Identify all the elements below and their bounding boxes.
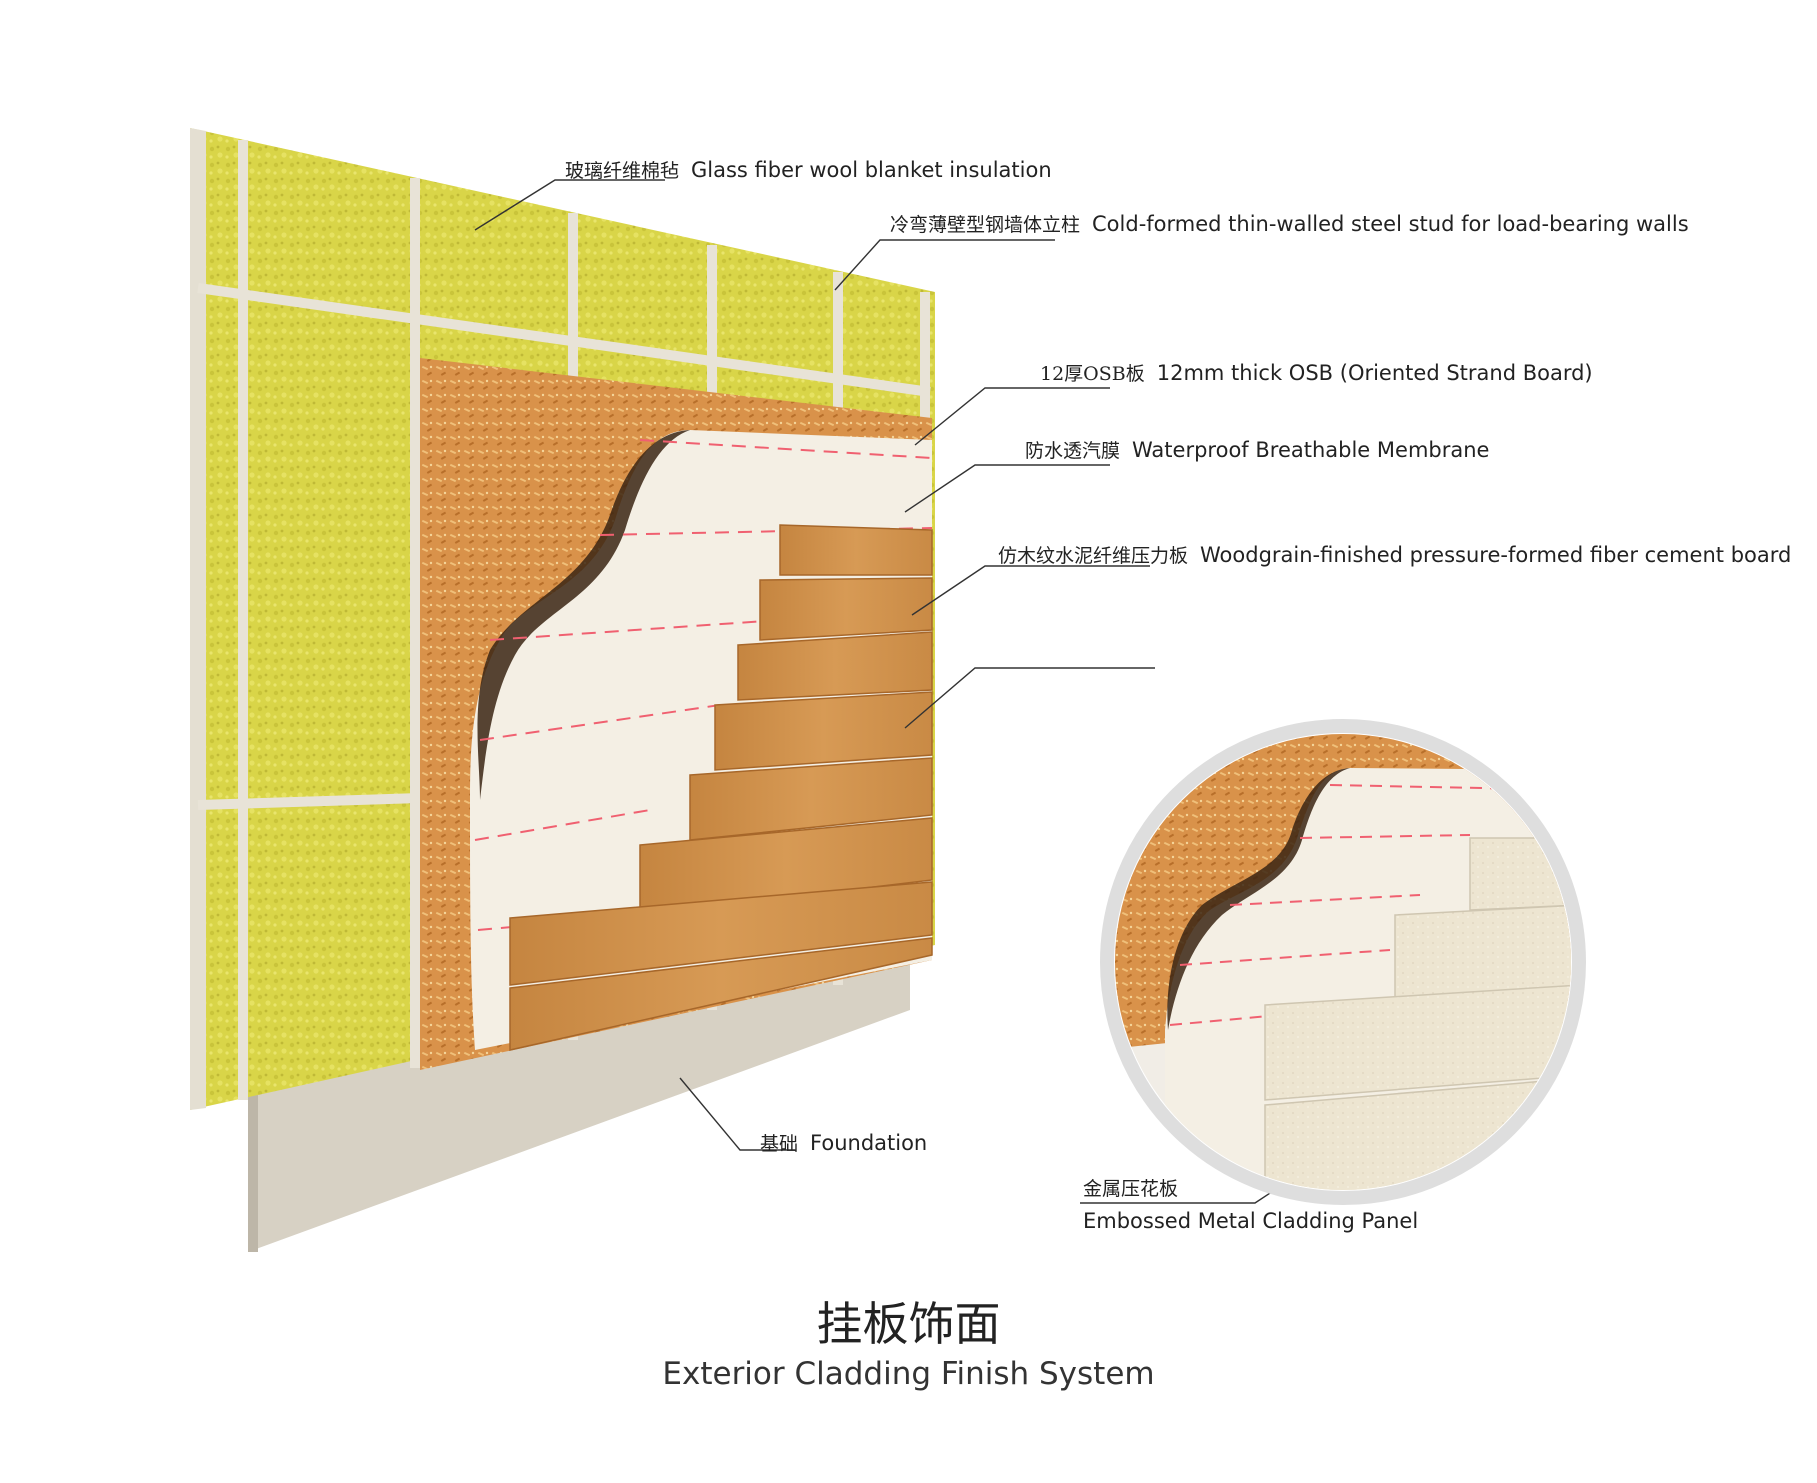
label-foundation-zh: 基础	[760, 1133, 799, 1155]
label-membrane: 防水透汽膜 Waterproof Breathable Membrane	[1025, 437, 1489, 464]
label-foundation-en: Foundation	[810, 1131, 928, 1155]
label-cement-board-en: Woodgrain-finished pressure-formed fiber…	[1200, 543, 1792, 567]
title-zh: 挂板饰面	[816, 1297, 1001, 1351]
detail-magnifier	[1100, 719, 1586, 1205]
label-membrane-en: Waterproof Breathable Membrane	[1132, 438, 1490, 462]
label-osb-zh: 12厚OSB板	[1040, 363, 1145, 385]
label-osb: 12厚OSB板 12mm thick OSB (Oriented Strand B…	[1040, 360, 1593, 387]
label-stud-en: Cold-formed thin-walled steel stud for l…	[1092, 212, 1689, 236]
label-stud: 冷弯薄壁型钢墙体立柱 Cold-formed thin-walled steel …	[890, 211, 1689, 238]
label-osb-en: 12mm thick OSB (Oriented Strand Board)	[1156, 361, 1593, 385]
label-stud-zh: 冷弯薄壁型钢墙体立柱	[890, 214, 1081, 236]
label-insulation-en: Glass fiber wool blanket insulation	[691, 158, 1052, 182]
woodgrain-boards	[509, 524, 933, 1051]
label-membrane-zh: 防水透汽膜	[1025, 440, 1121, 462]
label-metal-panel-en: Embossed Metal Cladding Panel	[1083, 1209, 1419, 1233]
leader-lines	[474, 179, 1321, 1204]
label-metal-panel-zh: 金属压花板	[1083, 1178, 1179, 1200]
label-cement-board-zh: 仿木纹水泥纤维压力板	[998, 545, 1189, 567]
title-en: Exterior Cladding Finish System	[662, 1356, 1155, 1392]
label-insulation-zh: 玻璃纤维棉毡	[565, 160, 680, 182]
label-insulation: 玻璃纤维棉毡 Glass fiber wool blanket insulatio…	[565, 157, 1052, 184]
label-foundation: 基础 Foundation	[760, 1130, 927, 1157]
label-cement-board: 仿木纹水泥纤维压力板 Woodgrain-finished pressure-fo…	[998, 542, 1791, 569]
